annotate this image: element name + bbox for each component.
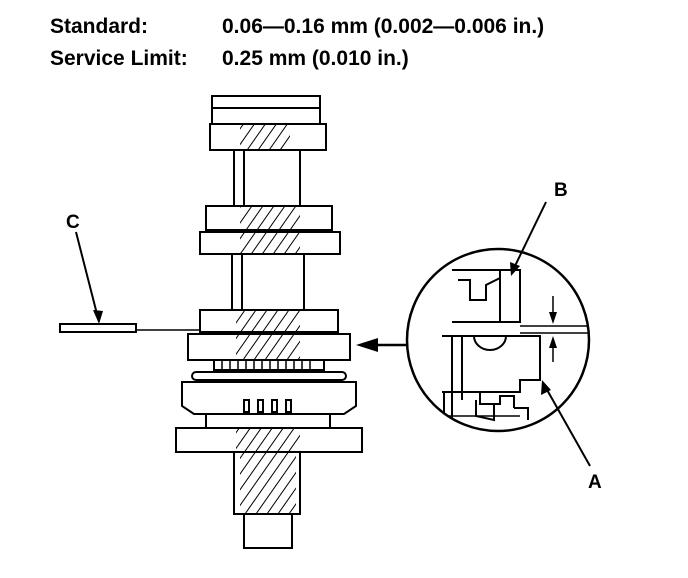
shaft-end xyxy=(243,513,293,549)
callout-a-label: A xyxy=(588,472,602,493)
standard-value: 0.06—0.16 mm (0.002—0.006 in.) xyxy=(222,15,545,38)
callout-c-label: C xyxy=(66,212,80,233)
detail-pointer-arrowhead xyxy=(356,338,378,352)
service-limit-value: 0.25 mm (0.010 in.) xyxy=(222,47,409,70)
callout-a-arrowhead xyxy=(541,380,551,395)
gap-arrow-bottom xyxy=(549,336,557,348)
service-limit-label: Service Limit: xyxy=(50,47,188,70)
callout-c-leader xyxy=(75,231,99,319)
feeler-gauge xyxy=(59,323,137,333)
callout-b-leader xyxy=(513,201,547,269)
synchro-hub xyxy=(181,381,357,415)
synchro-ring xyxy=(213,359,325,371)
gap-arrow-top xyxy=(549,312,557,324)
detail-zoom-view xyxy=(405,247,591,433)
snap-ring xyxy=(191,371,347,381)
shaft-assembly xyxy=(175,95,363,549)
zoom-gear-a xyxy=(442,335,541,393)
shaft-top-cap xyxy=(211,95,321,125)
callout-a-leader xyxy=(545,387,591,467)
callout-b-label: B xyxy=(554,180,568,201)
zoom-circle-outline xyxy=(405,247,591,433)
callout-b-arrowhead xyxy=(510,262,520,276)
standard-label: Standard: xyxy=(50,15,149,38)
callout-c-arrowhead xyxy=(93,310,103,324)
